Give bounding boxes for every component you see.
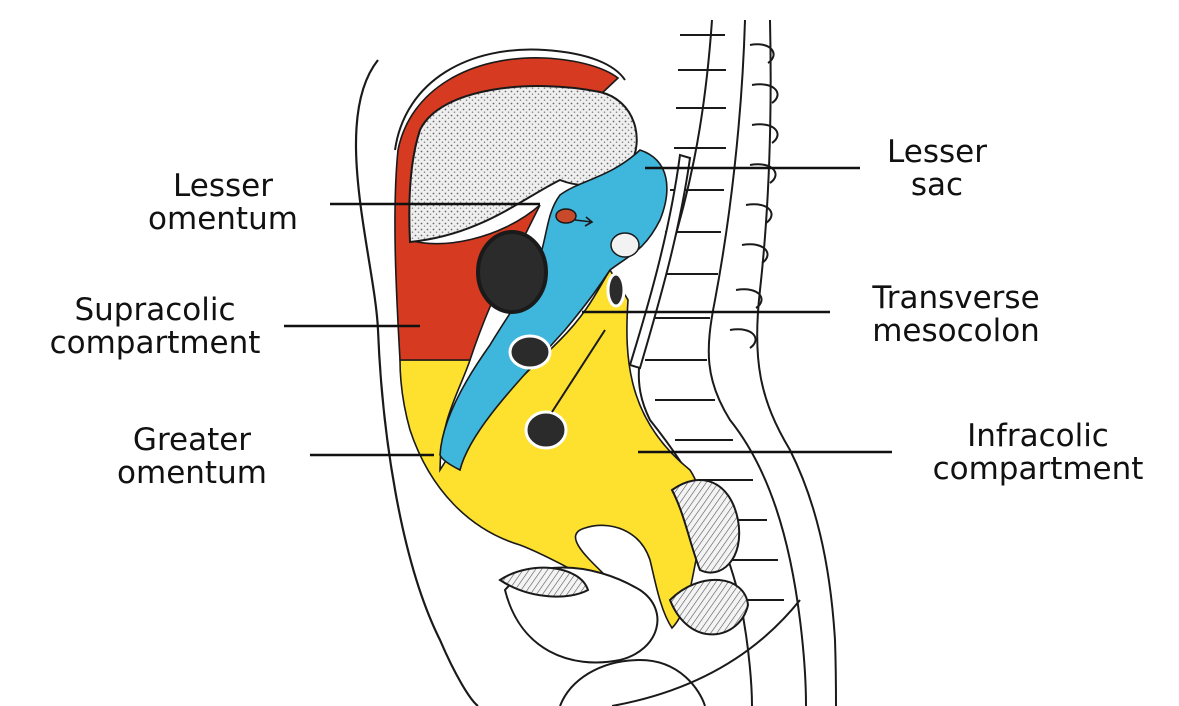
transverse-colon bbox=[510, 336, 550, 368]
small-intestine-loop bbox=[526, 412, 566, 448]
label-transverse-mesocolon-line2: mesocolon bbox=[836, 315, 1076, 348]
label-transverse-mesocolon: Transverse mesocolon bbox=[836, 282, 1076, 348]
label-lesser-omentum-line2: omentum bbox=[118, 203, 328, 236]
label-lesser-sac: Lesser sac bbox=[862, 136, 1012, 202]
stomach-lumen bbox=[478, 232, 546, 312]
label-lesser-sac-line2: sac bbox=[862, 169, 1012, 202]
label-greater-omentum: Greater omentum bbox=[92, 424, 292, 490]
label-greater-omentum-line2: omentum bbox=[92, 457, 292, 490]
label-transverse-mesocolon-line1: Transverse bbox=[836, 282, 1076, 315]
label-infracolic-compartment: Infracolic compartment bbox=[908, 420, 1168, 486]
pancreas-patch bbox=[611, 233, 639, 257]
duodenum bbox=[608, 274, 624, 306]
label-infracolic-line1: Infracolic bbox=[908, 420, 1168, 453]
label-supracolic-line1: Supracolic bbox=[30, 294, 280, 327]
label-supracolic-compartment: Supracolic compartment bbox=[30, 294, 280, 360]
epiploic-foramen bbox=[556, 209, 576, 223]
label-lesser-sac-line1: Lesser bbox=[862, 136, 1012, 169]
label-lesser-omentum: Lesser omentum bbox=[118, 170, 328, 236]
label-greater-omentum-line1: Greater bbox=[92, 424, 292, 457]
label-supracolic-line2: compartment bbox=[30, 327, 280, 360]
label-lesser-omentum-line1: Lesser bbox=[118, 170, 328, 203]
pelvic-floor bbox=[560, 660, 705, 706]
label-infracolic-line2: compartment bbox=[908, 453, 1168, 486]
